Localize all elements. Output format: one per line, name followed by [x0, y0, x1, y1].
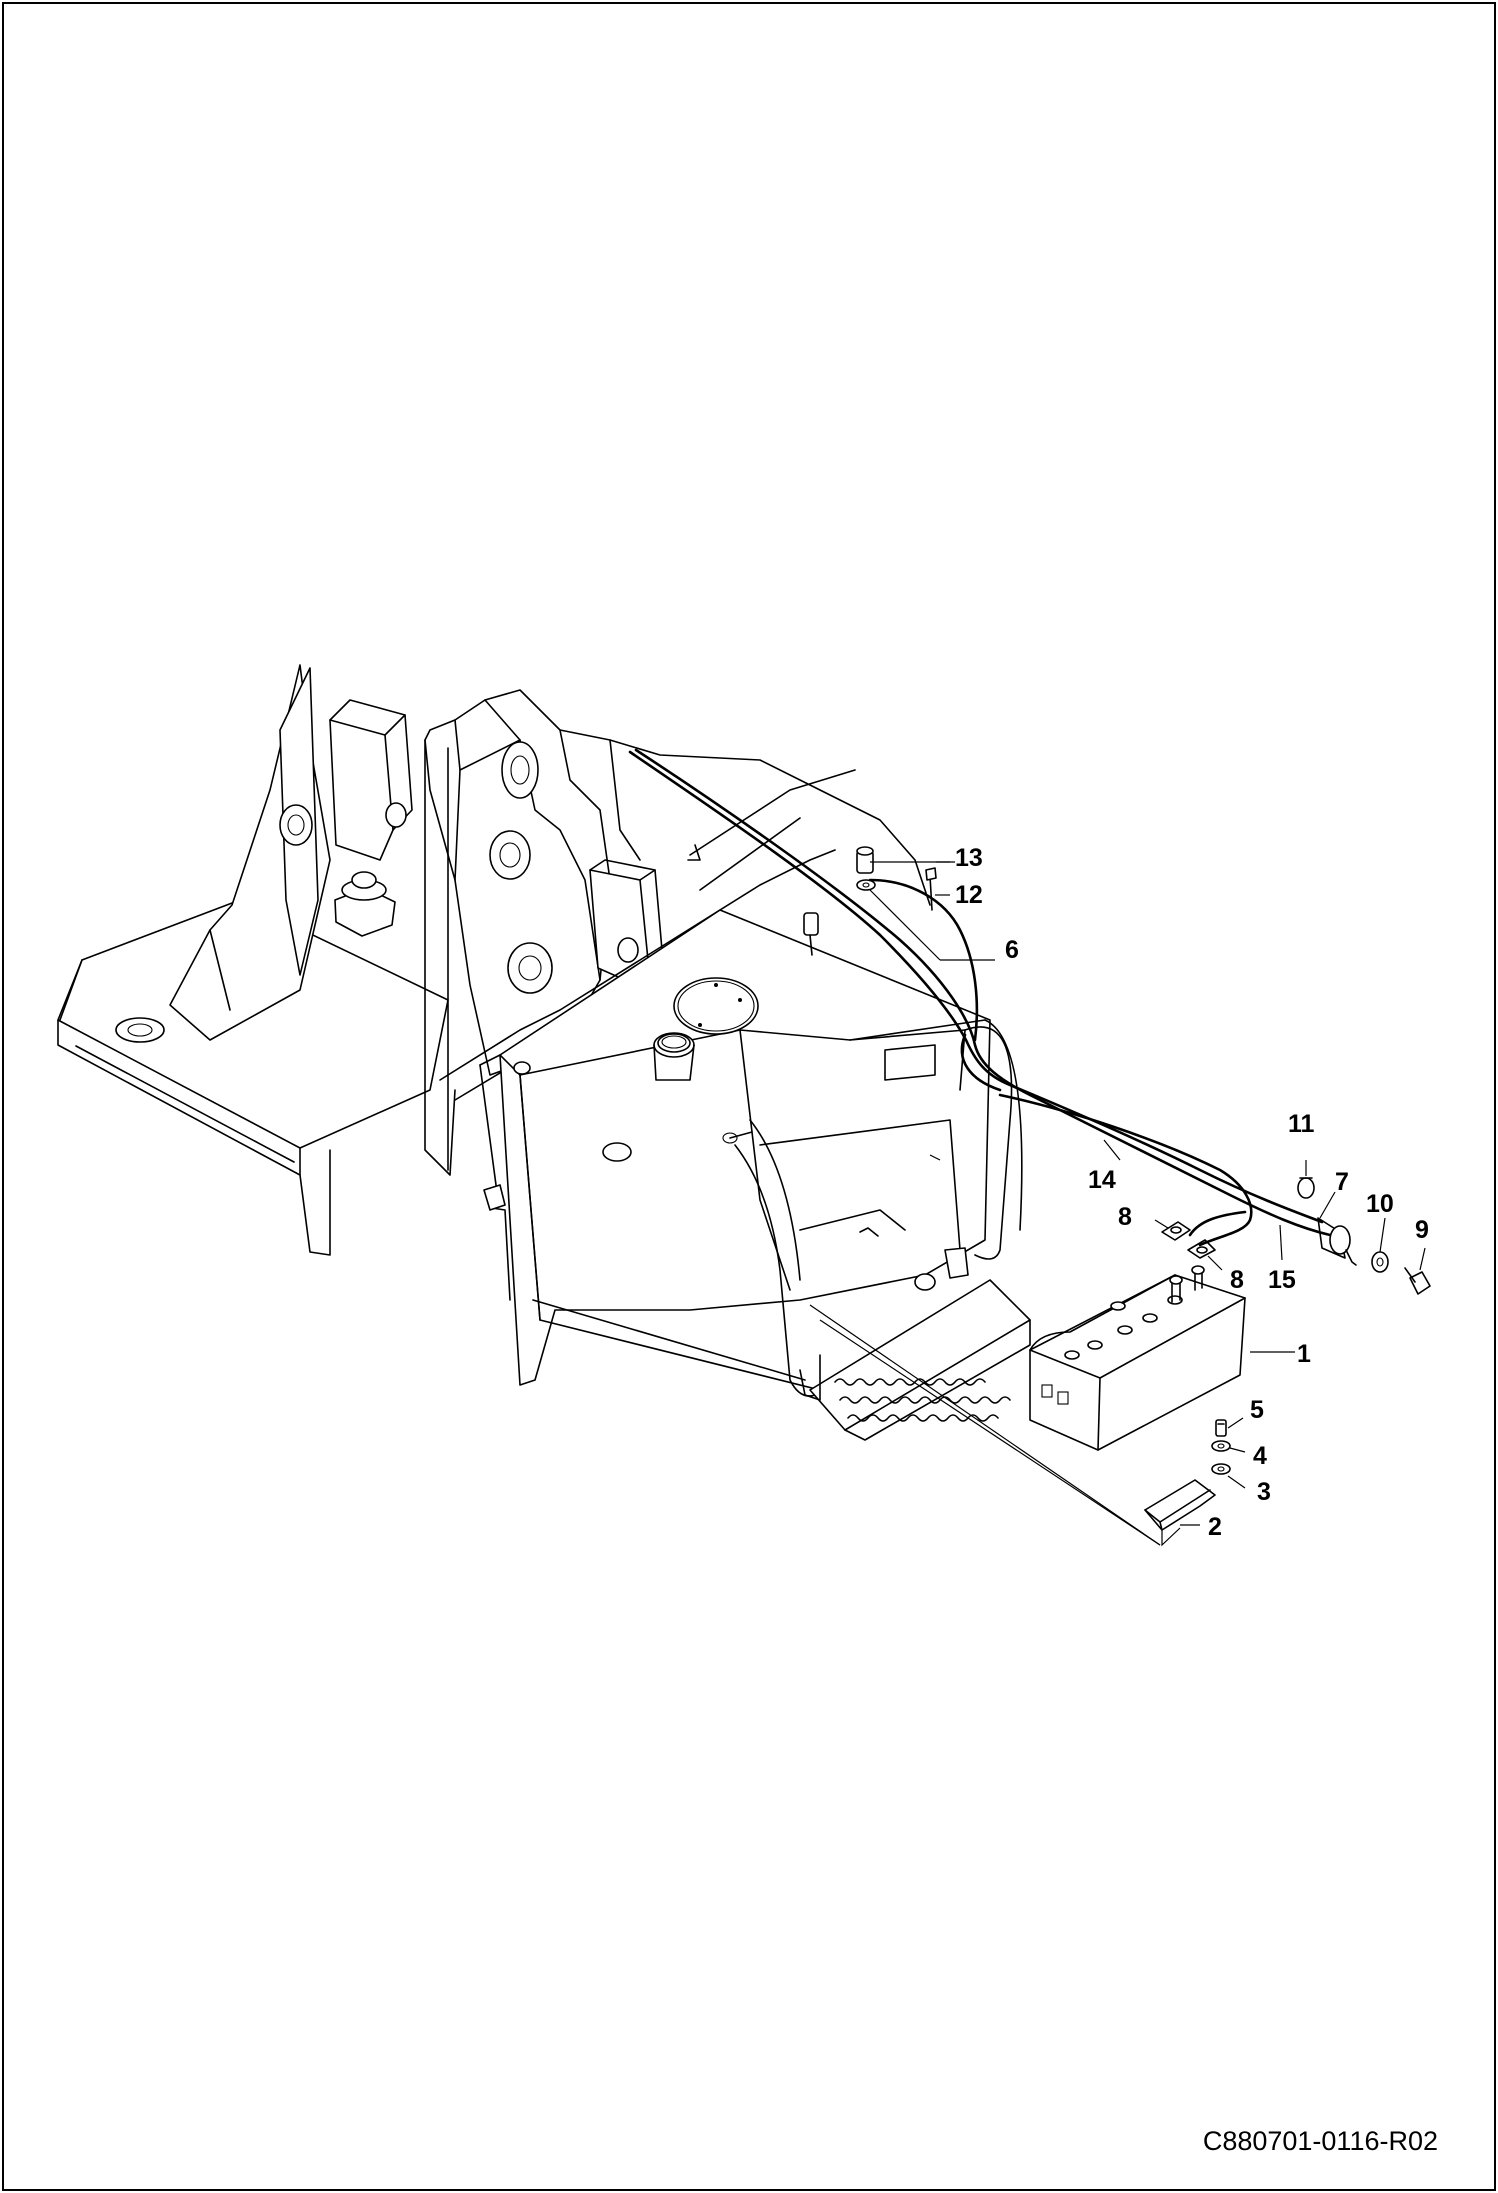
- terminal-clamps: [1161, 1221, 1216, 1259]
- engine-mount: [334, 871, 396, 937]
- machine-frame: [57, 664, 931, 1256]
- callout-2: 2: [1208, 1513, 1222, 1541]
- callout-8-right: 8: [1230, 1266, 1244, 1294]
- callout-14: 14: [1088, 1166, 1116, 1194]
- callout-3: 3: [1257, 1478, 1271, 1506]
- drawing-number: C880701-0116-R02: [1202, 2126, 1438, 2156]
- callout-5: 5: [1250, 1396, 1264, 1424]
- callout-1: 1: [1297, 1340, 1311, 1368]
- callout-11: 11: [1288, 1110, 1315, 1138]
- cables: [628, 748, 1332, 1247]
- callout-7: 7: [1335, 1168, 1349, 1196]
- callout-15: 15: [1268, 1266, 1296, 1294]
- callouts: 1 2 3 4 5 6 7 8 8 9 10 11 12 13 14 15: [955, 844, 1429, 1541]
- leader-lines: [809, 861, 1426, 1547]
- callout-6: 6: [1005, 936, 1019, 964]
- callout-13: 13: [955, 844, 983, 872]
- callout-9: 9: [1415, 1216, 1429, 1244]
- tank: [479, 909, 1031, 1441]
- callout-8-left: 8: [1118, 1203, 1132, 1231]
- callout-12: 12: [955, 881, 983, 909]
- callout-4: 4: [1253, 1442, 1267, 1470]
- callout-10: 10: [1366, 1190, 1394, 1218]
- battery: [1029, 1265, 1246, 1451]
- battery-switch: [1297, 1177, 1431, 1295]
- ground-stud: [856, 846, 937, 911]
- battery-hold-down: [1144, 1419, 1231, 1531]
